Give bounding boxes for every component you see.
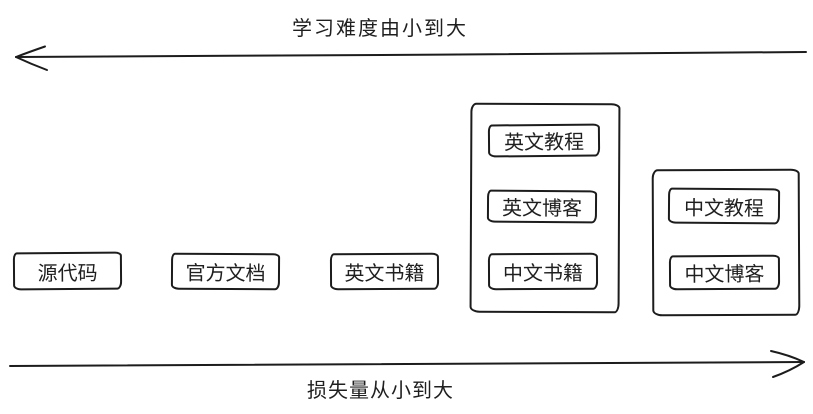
arrow-right-icon <box>9 350 805 378</box>
box-label: 源代码 <box>37 260 98 285</box>
box-label: 中文书籍 <box>502 260 584 286</box>
box-official-docs: 官方文档 <box>170 252 281 291</box>
box-english-blog: 英文博客 <box>486 189 598 224</box>
box-label: 中文教程 <box>683 195 765 220</box>
box-label: 英文书籍 <box>344 260 425 286</box>
box-chinese-tutorial: 中文教程 <box>667 187 781 225</box>
box-english-books: 英文书籍 <box>329 252 440 291</box>
box-label: 官方文档 <box>185 260 266 286</box>
box-label: 英文博客 <box>501 195 583 221</box>
box-chinese-books: 中文书籍 <box>487 252 599 291</box>
box-label: 英文教程 <box>503 129 585 155</box>
box-english-tutorial: 英文教程 <box>487 123 601 158</box>
difficulty-axis-label: 学习难度由小到大 <box>292 16 468 40</box>
loss-axis-label: 损失量从小到大 <box>307 378 454 402</box>
box-label: 中文博客 <box>684 261 765 287</box>
arrow-left-icon <box>15 45 807 71</box>
box-chinese-blog: 中文博客 <box>668 254 781 291</box>
box-source-code: 源代码 <box>12 251 123 291</box>
